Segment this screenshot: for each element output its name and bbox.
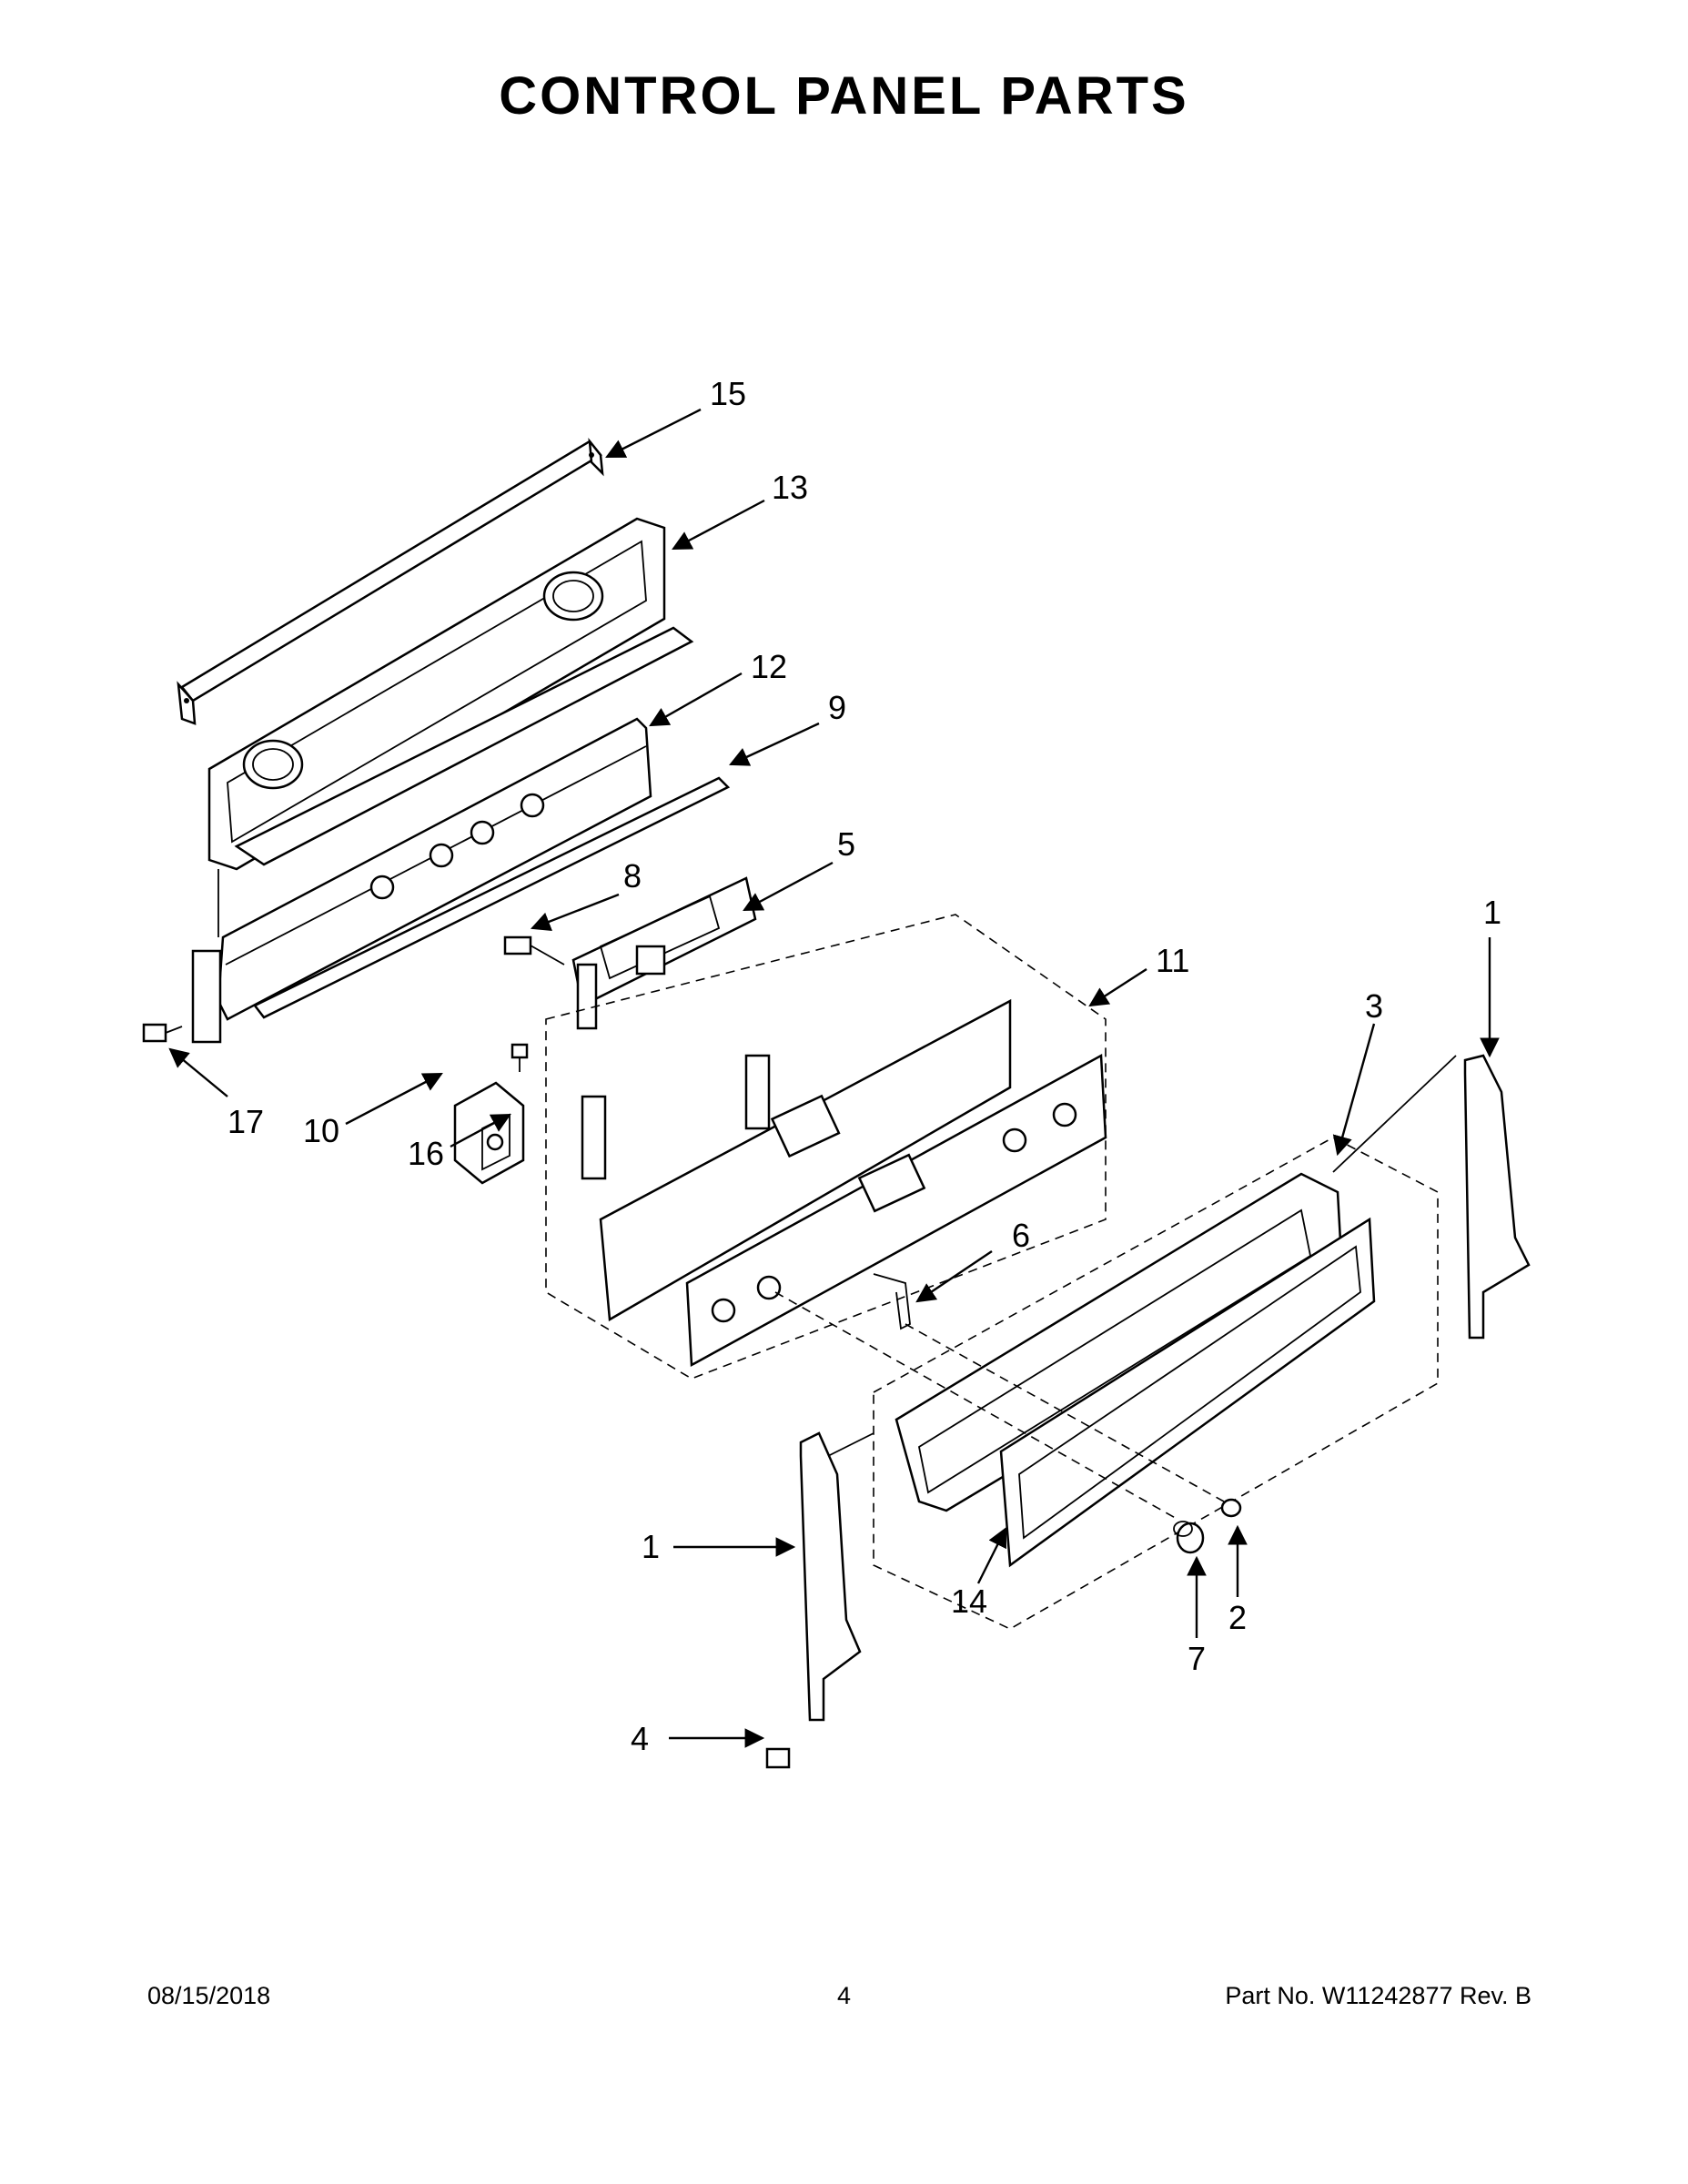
callout-13: 13 xyxy=(772,469,808,506)
callout-2: 2 xyxy=(1228,1599,1247,1636)
part-1-right-bracket xyxy=(1463,1054,1531,1340)
part-15-gasket xyxy=(177,437,604,725)
part-17-screw xyxy=(142,1023,183,1043)
leader-lines xyxy=(168,408,1500,1748)
callout-15: 15 xyxy=(710,375,746,412)
callout-4: 4 xyxy=(631,1720,649,1757)
part-13-housing xyxy=(207,517,694,871)
callout-7: 7 xyxy=(1188,1640,1206,1677)
footer-part-number: Part No. W11242877 Rev. B xyxy=(1225,1982,1531,2009)
part-3-frame xyxy=(873,1137,1439,1630)
part-12-bracket xyxy=(191,717,652,1044)
callout-10: 10 xyxy=(303,1112,339,1149)
callout-1-left: 1 xyxy=(642,1528,660,1565)
callout-3: 3 xyxy=(1365,987,1383,1025)
callout-12: 12 xyxy=(751,648,787,685)
callout-16: 16 xyxy=(408,1135,444,1172)
part-1-left-bracket xyxy=(799,1431,862,1722)
callout-9: 9 xyxy=(828,689,846,726)
callout-11: 11 xyxy=(1156,942,1189,979)
callout-17: 17 xyxy=(227,1103,264,1140)
part-5-control-board xyxy=(571,876,757,1030)
part-2-screw xyxy=(1220,1498,1242,1518)
part-10-switch xyxy=(453,1081,525,1185)
part-8-screw xyxy=(503,935,565,966)
assembly-lines xyxy=(774,1055,1457,1521)
callout-1-right: 1 xyxy=(1483,894,1501,931)
part-16-screw xyxy=(510,1043,529,1072)
part-4-screw xyxy=(765,1747,791,1769)
callout-6: 6 xyxy=(1012,1217,1030,1254)
footer-page-number: 4 xyxy=(836,1982,852,2009)
page-title: CONTROL PANEL PARTS xyxy=(499,66,1189,126)
part-6-clip xyxy=(873,1273,911,1330)
part-9-trim xyxy=(253,776,731,1019)
callout-14: 14 xyxy=(951,1582,987,1620)
footer-date: 08/15/2018 xyxy=(147,1982,271,2009)
callout-8: 8 xyxy=(623,857,642,895)
callout-numbers: 15 13 12 9 5 8 1 11 3 17 10 16 6 1 14 2 … xyxy=(227,375,1501,1757)
part-11-panel-assembly xyxy=(545,914,1107,1380)
callout-5: 5 xyxy=(837,825,855,863)
part-7-knob xyxy=(1173,1521,1205,1554)
